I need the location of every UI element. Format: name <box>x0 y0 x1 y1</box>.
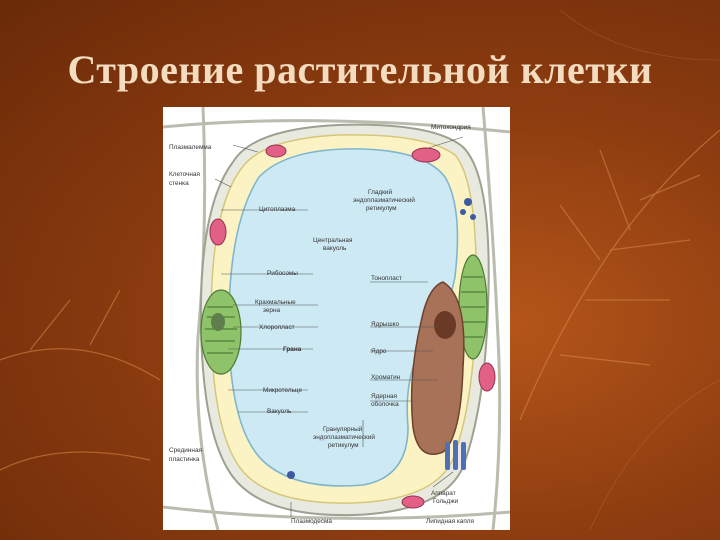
chloroplast-right <box>458 254 488 360</box>
label-smooth-er-3: ретикулум <box>366 205 397 212</box>
mitochondria <box>209 144 496 509</box>
label-nuclear-envelope-2: оболочка <box>371 400 399 408</box>
label-nucleolus: Ядрышко <box>371 321 399 328</box>
golgi-apparatus <box>445 440 466 470</box>
label-starch-grains-2: зерна <box>263 307 280 314</box>
label-plasmalemma-top: Плазмалемма <box>169 144 212 151</box>
label-nuclear-envelope-1: Ядерная <box>371 393 398 400</box>
plant-cell-diagram: Митохондрия Плазмалемма Клеточная стенка… <box>163 107 510 530</box>
label-central-vacuole-1: Центральная <box>313 237 353 244</box>
label-nucleus: Ядро <box>371 348 387 355</box>
label-cell-wall-1: Клеточная <box>169 171 200 178</box>
label-cell-wall-2: стенка <box>169 180 189 187</box>
label-leader-lines <box>214 136 464 517</box>
label-plasmodesma: Плазмодесма <box>291 518 332 525</box>
neighbor-cell-walls <box>163 107 510 530</box>
diagram-labels: Митохондрия Плазмалемма Клеточная стенка… <box>169 124 475 525</box>
label-rough-er-1: Гранулярный <box>323 425 363 433</box>
nucleus <box>410 281 465 455</box>
label-golgi-2: Гольджи <box>433 498 459 505</box>
label-middle-lamella-1: Срединная <box>169 447 202 454</box>
label-smooth-er-2: эндоплазматический <box>353 196 415 204</box>
label-vacuole: Вакуоль <box>267 408 292 415</box>
lipid-drops <box>287 198 476 479</box>
label-rough-er-2: эндоплазматический <box>313 433 375 441</box>
label-lipid-drop: Липидная капля <box>426 518 475 525</box>
chloroplast-left <box>200 289 242 375</box>
label-ribosomes: Рибосомы <box>267 269 298 277</box>
label-central-vacuole-2: вакуоль <box>323 245 347 252</box>
label-golgi-1: Аппарат <box>431 490 456 497</box>
label-smooth-er-1: Гладкий <box>368 188 392 196</box>
label-microtubule: Микротельце <box>263 387 303 394</box>
label-chromatin: Хроматин <box>371 374 401 381</box>
label-middle-lamella-2: пластинка <box>169 456 200 463</box>
label-tonoplast: Тонопласт <box>371 275 402 282</box>
label-mitochondria: Митохондрия <box>431 124 471 131</box>
label-grana: Грана <box>283 346 302 353</box>
plant-cell-svg: Митохондрия Плазмалемма Клеточная стенка… <box>163 107 510 530</box>
slide-title: Строение растительной клетки <box>67 47 653 92</box>
label-cytoplasm: Цитоплазма <box>259 206 296 213</box>
label-starch-grains-1: Крахмальные <box>255 299 296 306</box>
label-rough-er-3: ретикулум <box>328 442 359 449</box>
label-chloroplast: Хлоропласт <box>259 324 295 331</box>
